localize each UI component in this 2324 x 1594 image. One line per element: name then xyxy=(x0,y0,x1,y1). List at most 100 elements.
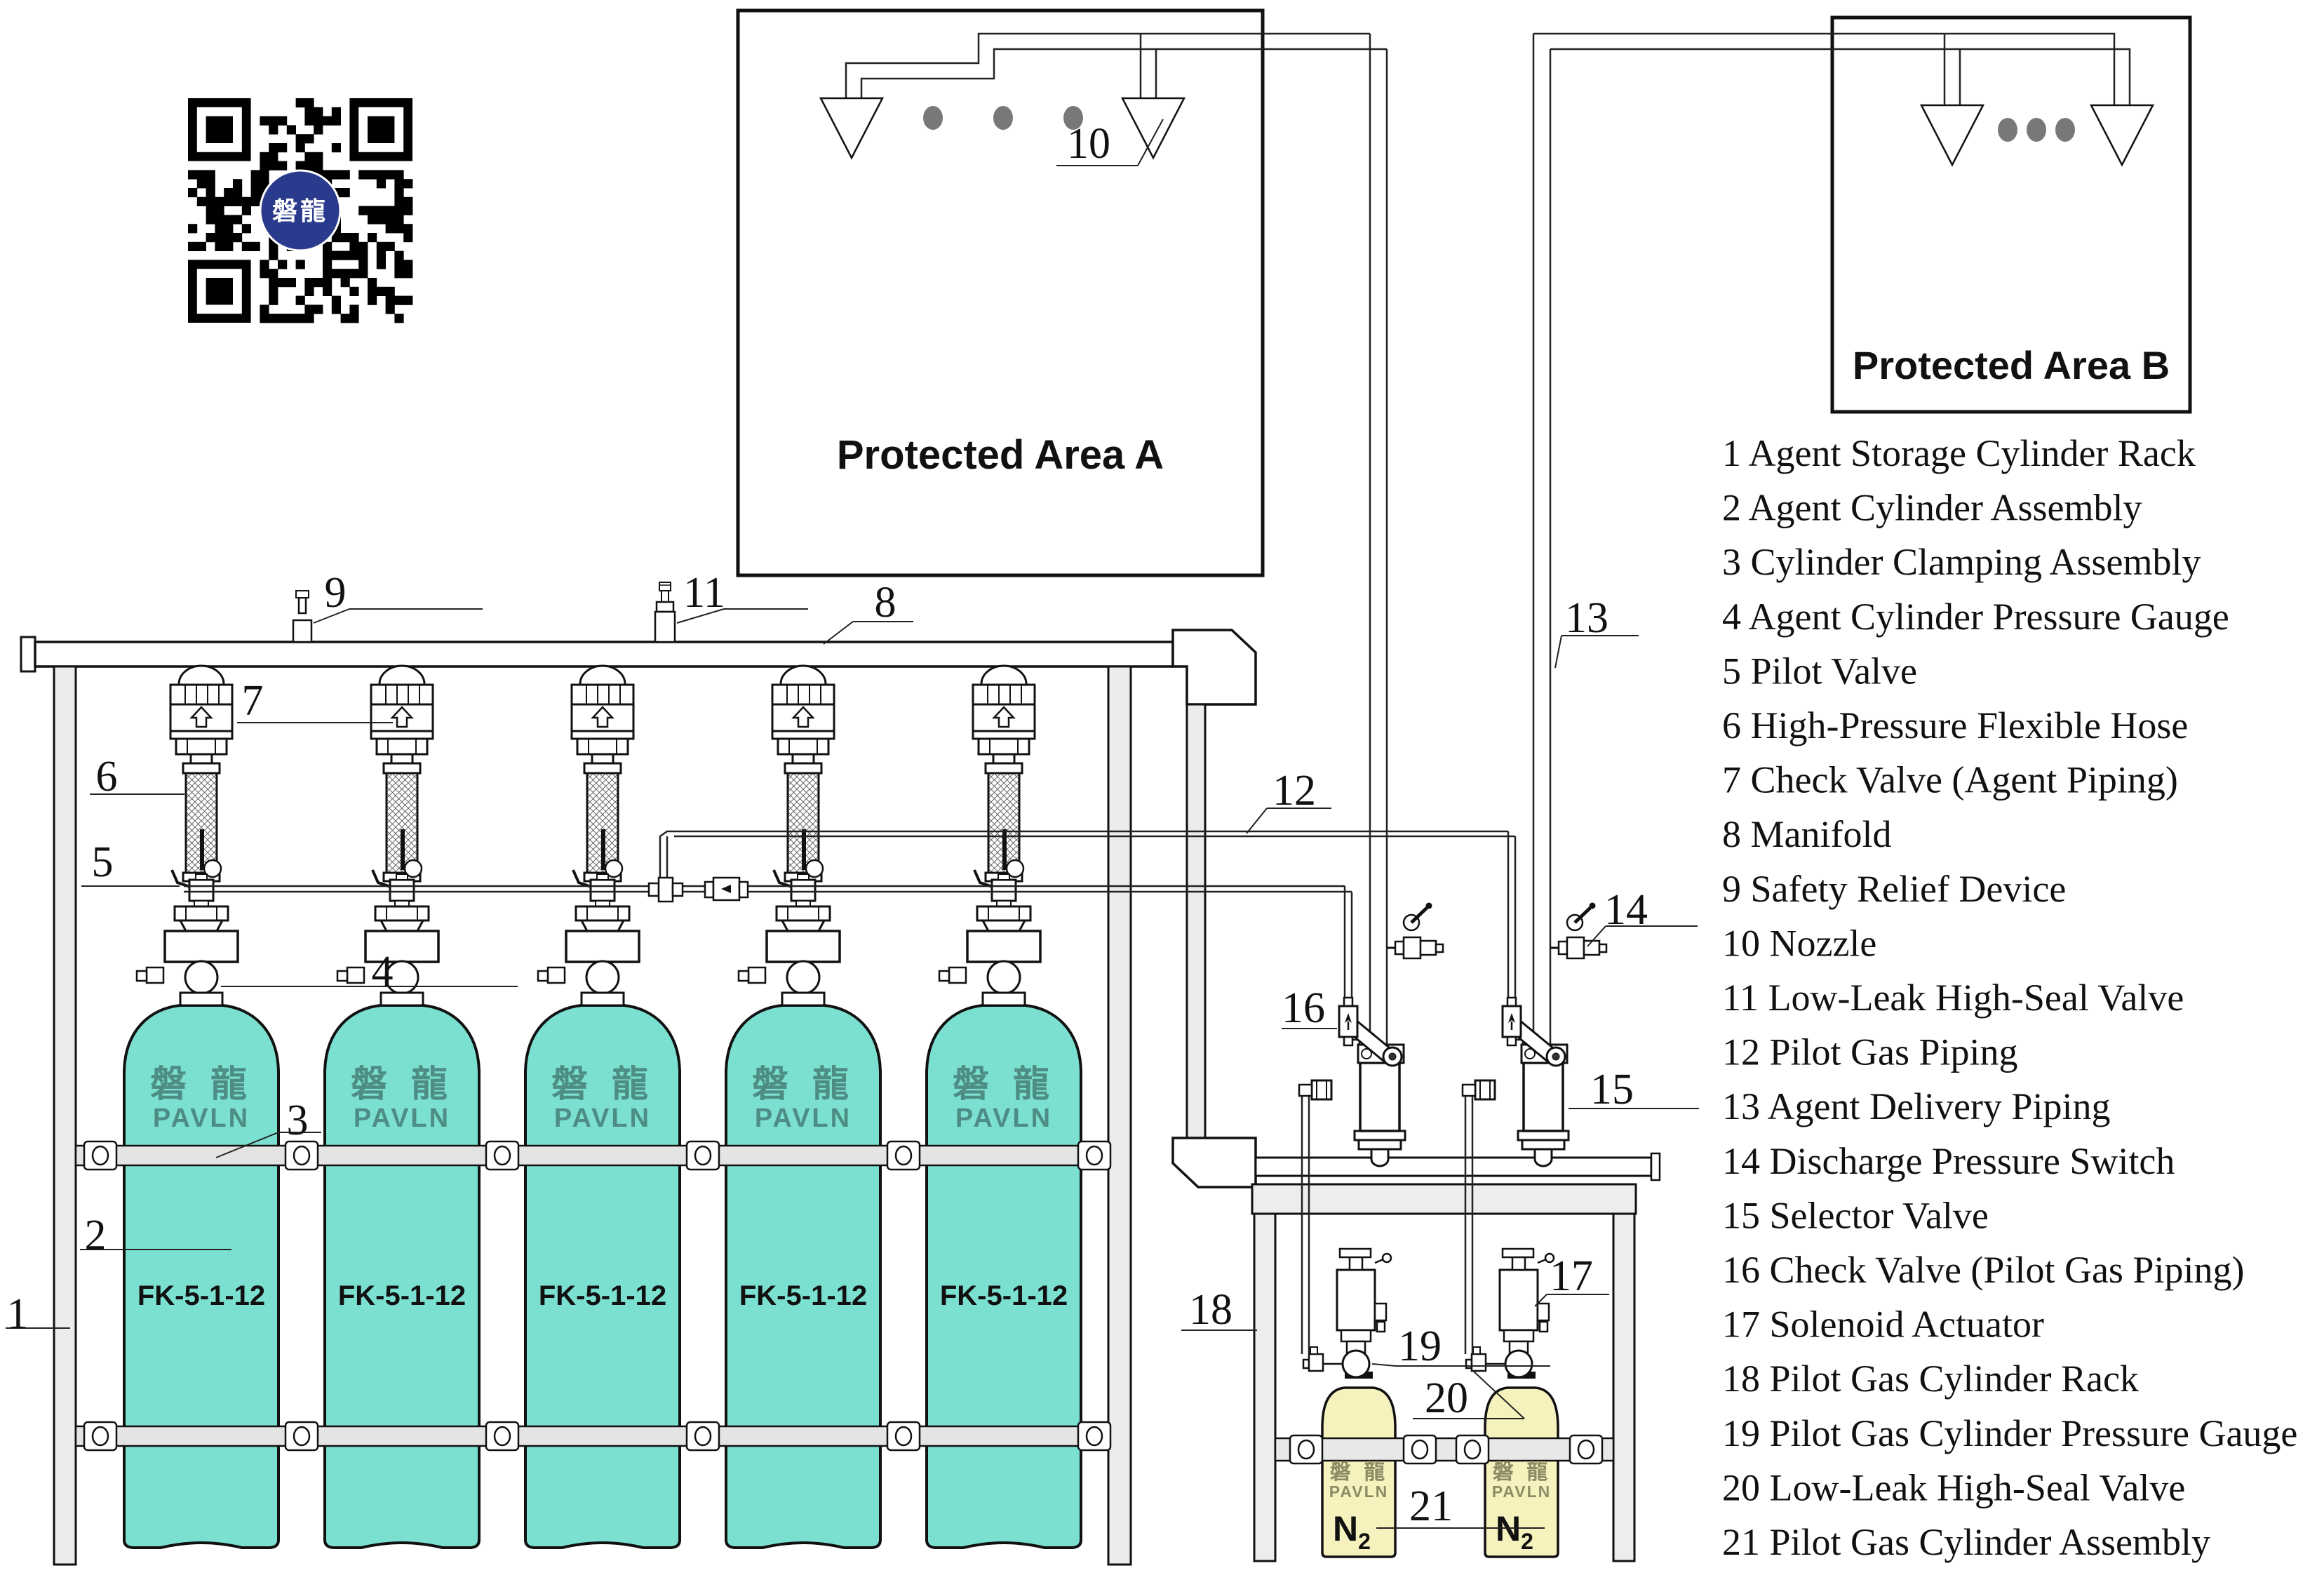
legend-item-13: 13 Agent Delivery Piping xyxy=(1722,1085,2110,1127)
manifold-elbow-bottom xyxy=(1171,1137,1257,1188)
cylinder-agent-label: FK-5-1-12 xyxy=(137,1280,265,1311)
callout-number: 8 xyxy=(875,579,896,627)
qr-logo-text: 磐龍 xyxy=(272,197,328,226)
callout-5: 5 xyxy=(81,838,180,887)
cylinder-brand-cjk: 磐 龍 xyxy=(551,1064,654,1106)
clamp-bolt xyxy=(485,1140,520,1171)
pilot-line-fittings xyxy=(647,876,749,903)
callout-number: 21 xyxy=(1409,1482,1453,1530)
callout-number: 12 xyxy=(1272,767,1316,815)
callout-1: 1 xyxy=(6,1290,70,1338)
qr-logo-circle xyxy=(259,169,342,252)
agent-feed-downpipe xyxy=(1185,703,1207,1139)
legend-item-3: 3 Cylinder Clamping Assembly xyxy=(1722,541,2201,583)
legend-item-11: 11 Low-Leak High-Seal Valve xyxy=(1722,977,2184,1019)
callout-number: 19 xyxy=(1398,1322,1442,1370)
area-a-nozzle-dots xyxy=(923,106,1083,130)
pilot-clamp-bolt xyxy=(1455,1434,1490,1465)
callout-20: 20 xyxy=(1413,1370,1525,1422)
callout-number: 17 xyxy=(1550,1252,1593,1300)
callout-number: 9 xyxy=(325,569,347,617)
callout-18: 18 xyxy=(1181,1286,1257,1334)
pilot-gas-piping xyxy=(184,830,1523,1045)
clamp-bolt xyxy=(485,1421,520,1452)
cylinder-brand-cjk: 磐 龍 xyxy=(150,1064,253,1106)
clamp-bolt xyxy=(1077,1421,1112,1452)
callout-6: 6 xyxy=(90,753,184,801)
legend-item-17: 17 Solenoid Actuator xyxy=(1722,1304,2044,1346)
callout-4: 4 xyxy=(221,948,518,996)
protected-area-b: Protected Area B xyxy=(1533,15,2192,414)
cylinder-brand-latin: PAVLN xyxy=(955,1104,1052,1133)
callout-number: 2 xyxy=(85,1212,107,1259)
selector-feed-pipe xyxy=(1254,1156,1653,1177)
pilot-clamp-bolt xyxy=(1569,1434,1604,1465)
callout-number: 7 xyxy=(242,677,264,725)
callout-13: 13 xyxy=(1554,594,1639,669)
callout-number: 18 xyxy=(1189,1286,1232,1334)
clamp-bolt xyxy=(685,1140,720,1171)
pilot-clamp-bolt xyxy=(1402,1434,1437,1465)
cylinder-agent-label: FK-5-1-12 xyxy=(338,1280,466,1311)
legend-item-21: 21 Pilot Gas Cylinder Assembly xyxy=(1722,1521,2210,1563)
legend-item-14: 14 Discharge Pressure Switch xyxy=(1722,1140,2175,1182)
callout-number: 14 xyxy=(1604,886,1648,934)
pilot-clamp-bolt xyxy=(1289,1434,1324,1465)
callout-19: 19 xyxy=(1371,1322,1550,1370)
callout-11: 11 xyxy=(676,569,808,624)
cylinder-brand-latin: PAVLN xyxy=(354,1104,450,1133)
pilot-cylinders xyxy=(1274,1096,1615,1558)
qr-code: 磐龍 xyxy=(188,98,413,323)
pilot-brand-cjk: 磐 龍 xyxy=(1493,1460,1550,1485)
area-a-title: Protected Area A xyxy=(837,432,1164,478)
callout-number: 1 xyxy=(7,1290,29,1338)
callout-21: 21 xyxy=(1376,1482,1545,1530)
clamp-bolt xyxy=(685,1421,720,1452)
callout-15: 15 xyxy=(1569,1066,1699,1113)
cylinder-brand-latin: PAVLN xyxy=(554,1104,651,1133)
pilot-clamp-band xyxy=(1274,1437,1615,1462)
legend-item-4: 4 Agent Cylinder Pressure Gauge xyxy=(1722,596,2229,638)
pilot-rack-tabletop xyxy=(1251,1183,1637,1215)
pilot-rack-leg-right xyxy=(1612,1212,1636,1562)
clamp-bolt xyxy=(284,1140,319,1171)
cylinder-brand-cjk: 磐 龍 xyxy=(953,1064,1055,1106)
cylinder-brand-cjk: 磐 龍 xyxy=(351,1064,453,1106)
area-a-branch-piping xyxy=(845,32,1387,98)
rack-post-left xyxy=(53,665,77,1566)
pilot-brand-cjk: 磐 龍 xyxy=(1330,1460,1388,1485)
cylinder-clamp-bands xyxy=(74,1140,1112,1452)
callout-17: 17 xyxy=(1534,1252,1609,1307)
legend-item-6: 6 High-Pressure Flexible Hose xyxy=(1722,704,2188,746)
pilot-cylinder-rack xyxy=(1251,1183,1637,1562)
area-b-nozzle-dots xyxy=(1998,118,2075,142)
callout-number: 11 xyxy=(683,569,725,617)
pilot-brand-latin: PAVLN xyxy=(1492,1482,1552,1501)
callout-16: 16 xyxy=(1282,984,1337,1032)
protected-area-a: Protected Area A xyxy=(736,8,1387,577)
cylinder-brand-latin: PAVLN xyxy=(755,1104,852,1133)
callout-number: 15 xyxy=(1590,1066,1634,1113)
callout-3: 3 xyxy=(215,1097,321,1158)
safety-relief-device xyxy=(292,590,313,643)
rack-post-right xyxy=(1107,665,1132,1566)
callout-12: 12 xyxy=(1246,767,1331,834)
legend-item-16: 16 Check Valve (Pilot Gas Piping) xyxy=(1722,1249,2244,1291)
clamp-bolt xyxy=(83,1140,118,1171)
legend-item-8: 8 Manifold xyxy=(1722,813,1891,855)
area-b-title: Protected Area B xyxy=(1853,343,2170,387)
callout-2: 2 xyxy=(80,1212,231,1259)
legend-item-5: 5 Pilot Valve xyxy=(1722,650,1917,692)
legend-item-2: 2 Agent Cylinder Assembly xyxy=(1722,487,2142,529)
manifold-pipe xyxy=(34,641,1174,668)
cylinder-brand-cjk: 磐 龍 xyxy=(752,1064,854,1106)
legend-item-19: 19 Pilot Gas Cylinder Pressure Gauge xyxy=(1722,1412,2297,1454)
cylinder-agent-label: FK-5-1-12 xyxy=(539,1280,666,1311)
callout-number: 3 xyxy=(287,1097,309,1144)
